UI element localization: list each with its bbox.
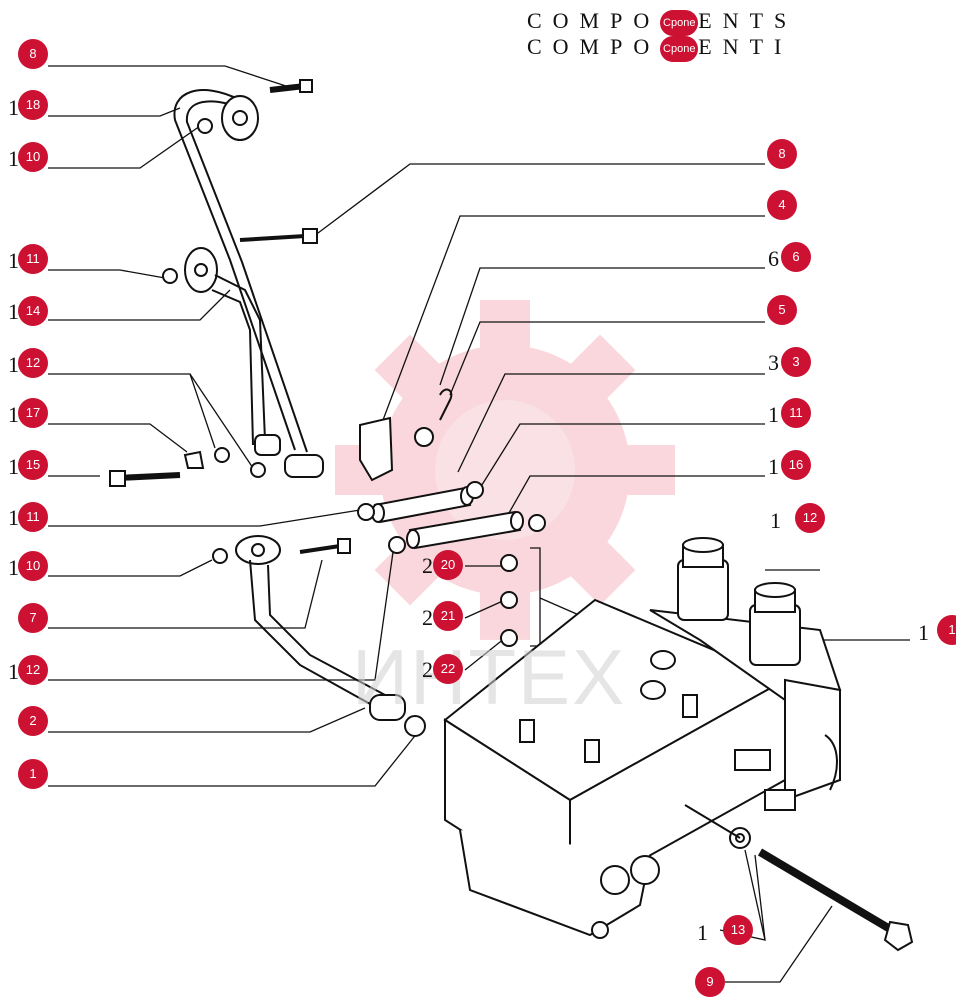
valve-block	[443, 537, 914, 952]
callout-11-upper[interactable]: 11	[18, 244, 48, 274]
stub-18: 1	[8, 95, 19, 120]
callout-14[interactable]: 14	[18, 296, 48, 326]
callout-7[interactable]: 7	[18, 603, 48, 633]
callout-13[interactable]: 13	[723, 915, 753, 945]
stub-16: 1	[768, 454, 779, 479]
callout-8-top[interactable]: 8	[18, 39, 48, 69]
oring-mid	[162, 268, 178, 284]
stub-14: 1	[8, 299, 19, 324]
stub-12b: 1	[8, 659, 19, 684]
callout-21[interactable]: 21	[433, 601, 463, 631]
callout-17[interactable]: 17	[18, 398, 48, 428]
stub-6: 6	[768, 246, 779, 271]
stub-20: 2	[422, 553, 433, 578]
callout-12-right[interactable]: 12	[795, 503, 825, 533]
callout-16[interactable]: 16	[781, 450, 811, 480]
stub-10a: 1	[8, 146, 19, 171]
callout-12-upper[interactable]: 12	[18, 348, 48, 378]
callout-4[interactable]: 4	[767, 190, 797, 220]
stub-3: 3	[768, 350, 779, 375]
stub-19: 1	[918, 620, 929, 645]
callout-19-edge[interactable]: 1	[937, 615, 956, 645]
title-en-badge-text: Cpone	[660, 9, 699, 36]
title-it-right: ENTI	[698, 34, 793, 59]
bracket-4	[359, 416, 394, 482]
oring-top	[197, 118, 213, 134]
callout-18[interactable]: 18	[18, 90, 48, 120]
callout-20[interactable]: 20	[433, 550, 463, 580]
callout-22[interactable]: 22	[433, 654, 463, 684]
callout-10-upper[interactable]: 10	[18, 142, 48, 172]
callout-12-lower[interactable]: 12	[18, 655, 48, 685]
nut-6	[414, 427, 434, 447]
clip-1	[404, 715, 426, 737]
plug-17	[183, 450, 205, 469]
stub-22: 2	[422, 657, 433, 682]
callout-2[interactable]: 2	[18, 706, 48, 736]
callout-6[interactable]: 6	[781, 242, 811, 272]
stub-11c: 1	[768, 402, 779, 427]
title-it-left: COMPO	[527, 34, 661, 59]
callout-9[interactable]: 9	[695, 967, 725, 997]
callout-10-lower[interactable]: 10	[18, 551, 48, 581]
title-en-right: ENTS	[698, 8, 798, 33]
leader-lines	[48, 65, 910, 983]
callout-15[interactable]: 15	[18, 450, 48, 480]
coupling-2	[369, 694, 406, 721]
stub-12c: 1	[770, 508, 781, 533]
stub-21: 2	[422, 605, 433, 630]
parts	[109, 79, 546, 737]
watermark-text: ИНТЕХ	[352, 633, 627, 721]
stub-13: 1	[697, 920, 708, 945]
stub-15: 1	[8, 454, 19, 479]
callout-3[interactable]: 3	[781, 347, 811, 377]
stub-12a: 1	[8, 352, 19, 377]
stub-11a: 1	[8, 248, 19, 273]
stub-11b: 1	[8, 505, 19, 530]
callout-8-right[interactable]: 8	[767, 139, 797, 169]
callout-5[interactable]: 5	[767, 295, 797, 325]
callout-1[interactable]: 1	[18, 759, 48, 789]
stub-10b: 1	[8, 555, 19, 580]
stub-17: 1	[8, 402, 19, 427]
title-en-badge: Cpone	[660, 9, 699, 36]
callout-11-middle[interactable]: 11	[18, 502, 48, 532]
title-it-badge-text: Cpone	[660, 35, 699, 62]
title-en-left: COMPO	[527, 8, 661, 33]
callout-11-right[interactable]: 11	[781, 398, 811, 428]
title-it-badge: Cpone	[660, 35, 699, 62]
